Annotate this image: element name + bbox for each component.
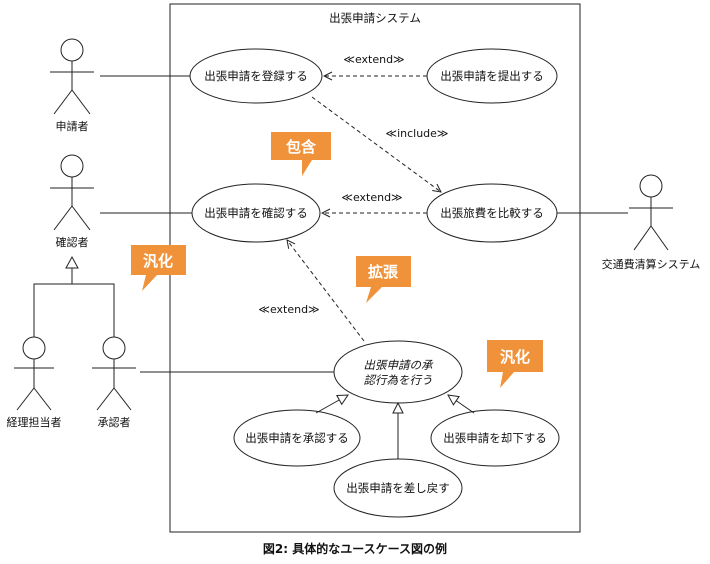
callout-inclusion: 包含: [271, 132, 331, 176]
callout-extension: 拡張: [356, 256, 411, 303]
actor-travel-system-label: 交通費清算システム: [602, 257, 701, 271]
actor-travel-system: [629, 174, 673, 251]
usecase-generalization: [315, 395, 475, 459]
actor-approver: [92, 336, 136, 411]
uc-register-label: 出張申請を登録する: [204, 69, 308, 83]
uc-approval-act-label-1: 出張申請の承: [364, 358, 434, 372]
callout-generalization-usecase: 汎化: [487, 340, 543, 388]
actor-generalization: [33, 255, 115, 337]
actor-confirmer-label: 確認者: [56, 235, 89, 249]
uc-reject: [430, 409, 560, 467]
actor-accountant: [14, 336, 54, 411]
callout-generalization-actor-text: 汎化: [143, 252, 173, 270]
uc-sendback-label: 出張申請を差し戻す: [346, 481, 450, 495]
actor-applicant: [50, 38, 94, 115]
callout-generalization-actor: 汎化: [131, 245, 186, 291]
uc-register: [189, 48, 323, 104]
relation-include: ≪include≫: [386, 127, 449, 140]
uc-approval-act-label-2: 認行為を行う: [364, 373, 433, 387]
uc-reject-label: 出張申請を却下する: [443, 431, 547, 445]
actor-confirmer: [50, 154, 94, 231]
relation-extend-middle: ≪extend≫: [341, 191, 402, 204]
uc-confirm: [191, 183, 321, 243]
relation-extend-top: ≪extend≫: [343, 53, 404, 66]
actor-accountant-label: 経理担当者: [7, 415, 62, 429]
callout-inclusion-text: 包含: [286, 138, 317, 156]
uc-submit-label: 出張申請を提出する: [440, 69, 544, 83]
uc-confirm-label: 出張申請を確認する: [204, 206, 308, 220]
callout-extension-text: 拡張: [368, 263, 399, 281]
actor-applicant-label: 申請者: [56, 119, 89, 133]
uc-compare-label: 出張旅費を比較する: [440, 206, 544, 220]
associations: [100, 75, 628, 373]
dependencies: [287, 76, 441, 342]
uc-approve: [233, 409, 361, 467]
uc-approval-act: [333, 340, 463, 404]
system-title: 出張申請システム: [329, 11, 421, 25]
actor-approver-label: 承認者: [98, 415, 131, 429]
relation-extend-lower: ≪extend≫: [258, 303, 319, 316]
uc-approve-label: 出張申請を承認する: [245, 431, 349, 445]
callout-generalization-usecase-text: 汎化: [500, 348, 530, 366]
figure-caption: 図2: 具体的なユースケース図の例: [263, 541, 447, 556]
